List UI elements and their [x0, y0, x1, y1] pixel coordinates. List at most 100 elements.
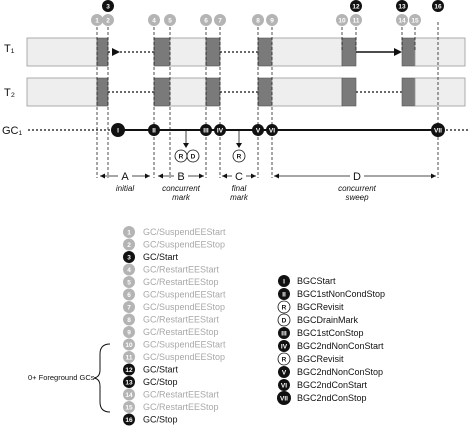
- phase-c-letter: C: [235, 171, 243, 183]
- svg-text:R: R: [179, 154, 184, 161]
- svg-text:VI: VI: [281, 383, 287, 390]
- t1-pause: [257, 37, 273, 67]
- svg-text:6: 6: [204, 18, 208, 25]
- svg-text:III: III: [281, 331, 287, 338]
- svg-text:15: 15: [125, 405, 133, 412]
- svg-text:7: 7: [218, 18, 222, 25]
- phase-c-sub1: final: [232, 184, 247, 193]
- svg-text:V: V: [256, 128, 261, 135]
- sub-marker-d: D: [186, 149, 200, 163]
- svg-text:II: II: [152, 128, 156, 135]
- legend-item: 4 GC/RestartEEStart: [123, 263, 220, 276]
- top-marker-12: 12: [350, 0, 362, 12]
- top-marker-15: 15: [409, 14, 421, 26]
- svg-text:16: 16: [125, 417, 133, 424]
- t1-segment: [271, 37, 343, 67]
- phase-d-letter: D: [353, 171, 361, 183]
- sub-arrowhead: [183, 143, 189, 148]
- svg-text:11: 11: [126, 355, 133, 362]
- svg-text:7: 7: [127, 305, 131, 312]
- top-marker-7: 7: [214, 14, 226, 26]
- svg-text:BGC1stNonCondStop: BGC1stNonCondStop: [297, 289, 385, 299]
- svg-text:II: II: [282, 292, 286, 299]
- phase-b-sub2: mark: [172, 193, 191, 202]
- top-marker-13: 13: [396, 0, 408, 12]
- foreground-brace: [93, 343, 111, 413]
- svg-text:GC/Start: GC/Start: [143, 252, 179, 262]
- svg-text:GC/RestartEEStop: GC/RestartEEStop: [143, 327, 219, 337]
- top-marker-11: 11: [350, 14, 362, 26]
- svg-text:6: 6: [127, 292, 131, 299]
- t2-segment: [169, 77, 207, 107]
- sub-markers: R D R: [174, 130, 246, 163]
- svg-text:4: 4: [127, 267, 131, 274]
- svg-text:GC/RestartEEStart: GC/RestartEEStart: [143, 390, 220, 400]
- svg-text:GC/SuspendEEStop: GC/SuspendEEStop: [143, 352, 225, 362]
- gc-marker-vi: VI: [266, 124, 278, 136]
- svg-text:1: 1: [95, 18, 99, 25]
- svg-text:IV: IV: [281, 344, 288, 351]
- top-marker-9: 9: [266, 14, 278, 26]
- sub-arrowhead: [236, 143, 242, 148]
- legend-item: 11 GC/SuspendEEStop: [123, 351, 225, 363]
- svg-text:VII: VII: [280, 396, 288, 403]
- legend-item: VI BGC2ndConStart: [278, 379, 368, 391]
- svg-text:4: 4: [152, 18, 156, 25]
- svg-text:GC/RestartEEStart: GC/RestartEEStart: [143, 315, 220, 325]
- t2-pause: [257, 77, 273, 107]
- t1-segment: [26, 37, 98, 67]
- svg-text:GC/SuspendEEStart: GC/SuspendEEStart: [143, 227, 226, 237]
- legend-item: II BGC1stNonCondStop: [278, 288, 385, 300]
- svg-text:IV: IV: [217, 128, 224, 135]
- svg-text:5: 5: [127, 280, 131, 287]
- svg-text:8: 8: [127, 317, 131, 324]
- top-marker-6: 6: [200, 14, 212, 26]
- svg-text:GC/SuspendEEStart: GC/SuspendEEStart: [143, 290, 226, 300]
- svg-text:R: R: [282, 305, 287, 312]
- svg-text:12: 12: [125, 367, 133, 374]
- legend-item: 6 GC/SuspendEEStart: [123, 288, 226, 301]
- svg-text:BGC2ndConStart: BGC2ndConStart: [297, 380, 368, 390]
- top-marker-2: 2: [102, 14, 114, 26]
- phase-a-letter: A: [121, 171, 129, 183]
- svg-text:I: I: [283, 279, 285, 286]
- svg-text:13: 13: [398, 4, 406, 11]
- t1-segment: [414, 37, 466, 67]
- svg-text:3: 3: [106, 4, 110, 11]
- top-marker-3: 3: [102, 0, 114, 12]
- svg-text:10: 10: [338, 18, 346, 25]
- svg-text:BGCDrainMark: BGCDrainMark: [297, 315, 359, 325]
- t1-pause: [401, 37, 416, 67]
- svg-text:BGCRevisit: BGCRevisit: [297, 354, 344, 364]
- svg-text:8: 8: [256, 18, 260, 25]
- vertical-guides: [96, 22, 439, 178]
- legend-item: 3 GC/Start: [123, 251, 179, 263]
- top-marker-16: 16: [432, 0, 444, 12]
- svg-text:GC/RestartEEStart: GC/RestartEEStart: [143, 265, 220, 275]
- svg-text:VI: VI: [269, 128, 275, 135]
- top-marker-5: 5: [164, 14, 176, 26]
- t2-pause: [401, 77, 416, 107]
- t1-segment: [153, 37, 171, 67]
- svg-text:12: 12: [352, 4, 360, 11]
- gc-marker-iv: IV: [214, 124, 226, 136]
- svg-text:3: 3: [127, 255, 131, 262]
- top-markers: 1 2 3 4 5 6 7 8 9 10 11 12 13 14 15 16: [91, 0, 444, 26]
- svg-text:9: 9: [270, 18, 274, 25]
- svg-text:2: 2: [106, 18, 110, 25]
- phase-b-letter: B: [177, 171, 184, 183]
- svg-text:BGC2ndNonConStart: BGC2ndNonConStart: [297, 341, 384, 351]
